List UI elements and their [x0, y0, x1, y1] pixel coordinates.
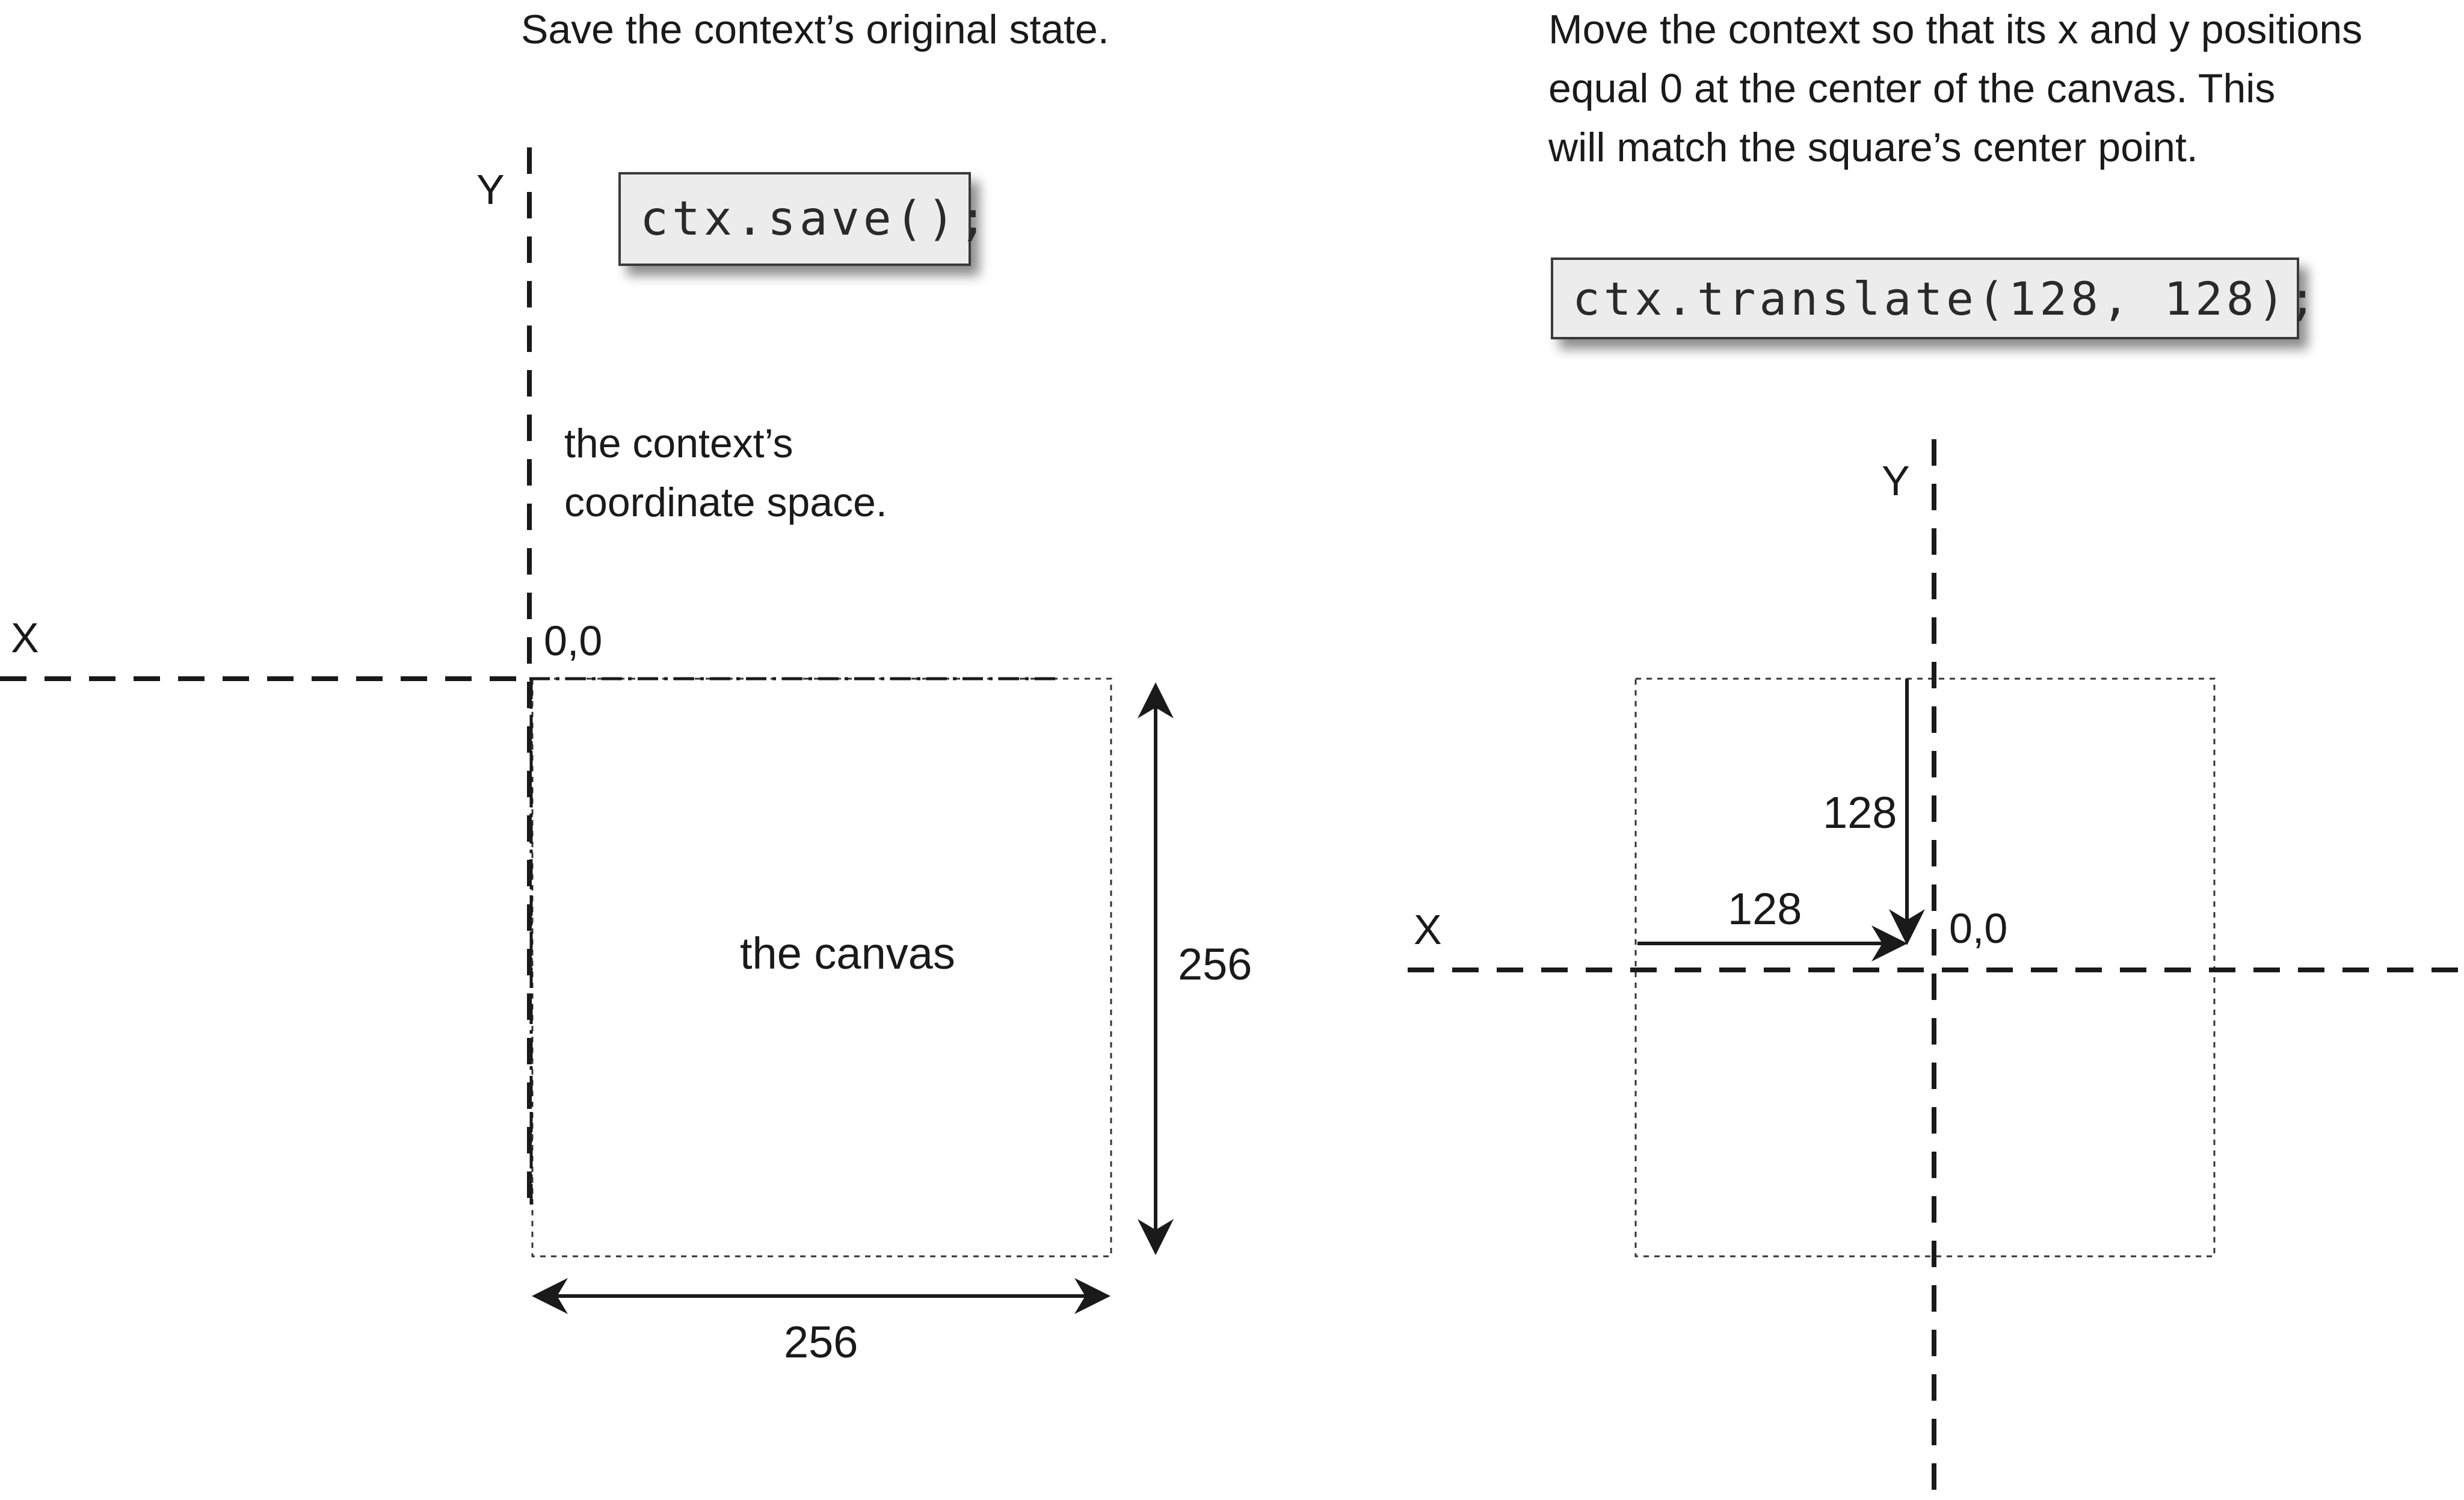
- right-caption-line1: Move the context so that its x and y pos…: [1548, 7, 2363, 52]
- right-caption: Move the context so that its x and y pos…: [1548, 0, 2362, 177]
- left-canvas-label: the canvas: [740, 928, 955, 978]
- right-caption-line3: will match the square’s center point.: [1548, 125, 2198, 170]
- right-y-axis-label: Y: [1882, 457, 1910, 504]
- left-y-axis-label: Y: [476, 166, 505, 213]
- left-caption: Save the context’s original state.: [521, 7, 1109, 52]
- left-canvas-square: [531, 677, 1112, 1258]
- right-origin-label: 0,0: [1949, 905, 2008, 952]
- left-panel: [0, 147, 1174, 1314]
- left-coord-space-line1: the context’s: [564, 421, 793, 466]
- left-x-axis-label: X: [11, 614, 39, 661]
- right-y-offset-label: 128: [1823, 788, 1897, 838]
- left-origin-label: 0,0: [544, 617, 603, 664]
- right-panel: [1408, 439, 2464, 1500]
- right-x-offset-label: 128: [1728, 884, 1802, 934]
- left-coord-space-line2: coordinate space.: [564, 480, 887, 525]
- right-caption-line2: equal 0 at the center of the canvas. Thi…: [1548, 66, 2276, 111]
- left-width-label: 256: [784, 1317, 858, 1367]
- left-height-label: 256: [1178, 939, 1252, 989]
- left-code-box: ctx.save();: [618, 172, 987, 266]
- left-coord-space-label: the context’s coordinate space.: [564, 414, 887, 532]
- right-code-box: ctx.translate(128, 128);: [1551, 258, 2316, 339]
- right-x-axis-label: X: [1414, 906, 1442, 953]
